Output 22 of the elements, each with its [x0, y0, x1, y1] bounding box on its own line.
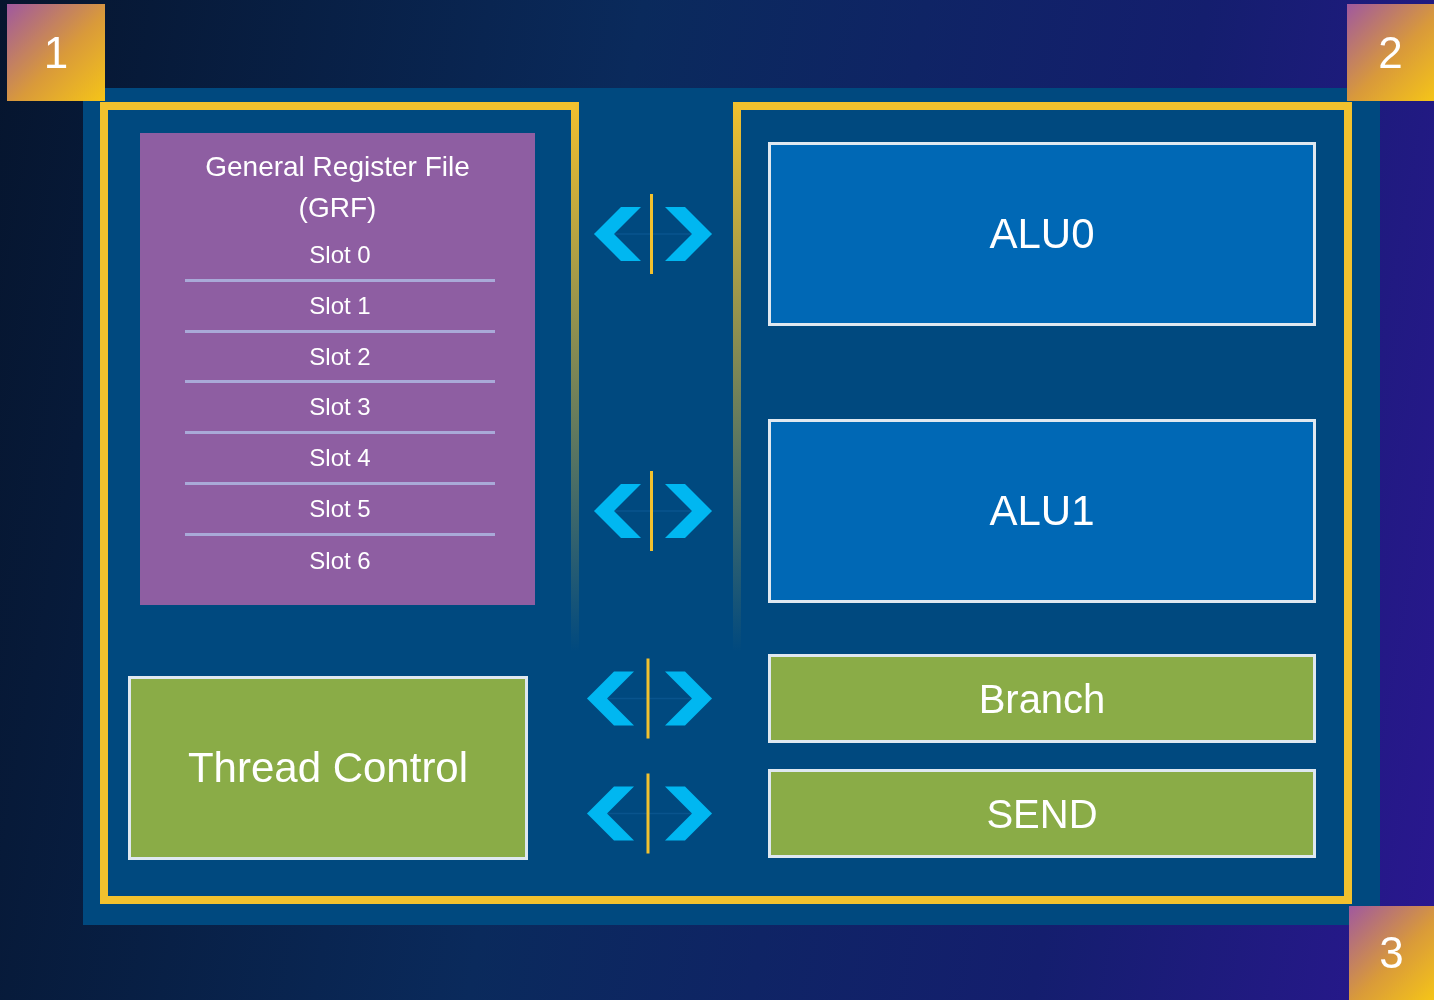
unit-box — [128, 676, 528, 860]
box-label: Slot 4 — [309, 445, 371, 472]
box-label: ALU1 — [989, 487, 1095, 535]
box-label: Branch — [978, 676, 1106, 721]
box-label: Slot 2 — [309, 343, 371, 371]
box-label: Slot 1 — [309, 293, 371, 320]
callout-number: 3 — [1379, 928, 1404, 978]
box-label: Thread Control — [187, 744, 469, 792]
callout-number: 1 — [43, 27, 69, 78]
unit-box — [768, 769, 1316, 858]
box-label: Slot 3 — [309, 394, 371, 421]
box-label: Slot 5 — [309, 495, 371, 523]
unit-box — [768, 419, 1316, 603]
register-file-box — [140, 133, 535, 605]
box-label: ALU0 — [989, 210, 1095, 258]
box-label: SEND — [986, 791, 1098, 836]
unit-box — [768, 142, 1316, 326]
box-title: General Register File (GRF) — [204, 150, 471, 225]
box-label: Slot 0 — [309, 242, 371, 269]
box-label: Slot 6 — [309, 548, 371, 575]
callout-number: 2 — [1378, 27, 1403, 78]
unit-box — [768, 654, 1316, 743]
